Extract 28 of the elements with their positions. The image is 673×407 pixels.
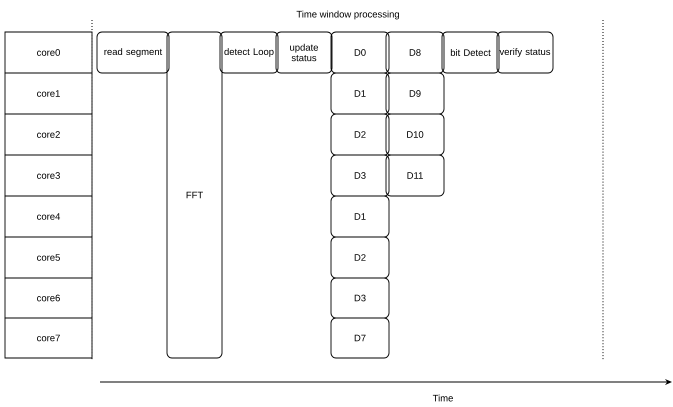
title: Time window processing xyxy=(296,10,399,20)
core-box: core4 xyxy=(4,196,92,238)
core-box: core2 xyxy=(4,114,92,156)
task-box: update status xyxy=(276,32,332,74)
core-box: core6 xyxy=(4,278,92,318)
task-box: D11 xyxy=(386,154,444,196)
task-box: D7 xyxy=(330,318,390,358)
task-box: D9 xyxy=(386,72,444,114)
core-box: core3 xyxy=(4,154,92,196)
task-box: D2 xyxy=(330,236,390,278)
task-box: verify status xyxy=(496,32,554,74)
task-box: D8 xyxy=(386,32,444,74)
task-box: bit Detect xyxy=(442,32,500,74)
task-box: D3 xyxy=(330,278,390,318)
task-box: read segment xyxy=(96,32,170,74)
task-box: D1 xyxy=(330,196,390,238)
task-box: D3 xyxy=(330,154,390,196)
task-box: D2 xyxy=(330,114,390,156)
task-box: D1 xyxy=(330,72,390,114)
core-box: core5 xyxy=(4,236,92,278)
task-box: detect Loop xyxy=(220,32,278,74)
task-box: FFT xyxy=(166,32,222,358)
task-box: D0 xyxy=(330,32,390,74)
task-box: D10 xyxy=(386,114,444,156)
core-box: core7 xyxy=(4,318,92,358)
axis-label: Time xyxy=(432,394,453,402)
core-box: core0 xyxy=(4,32,92,74)
core-box: core1 xyxy=(4,72,92,114)
